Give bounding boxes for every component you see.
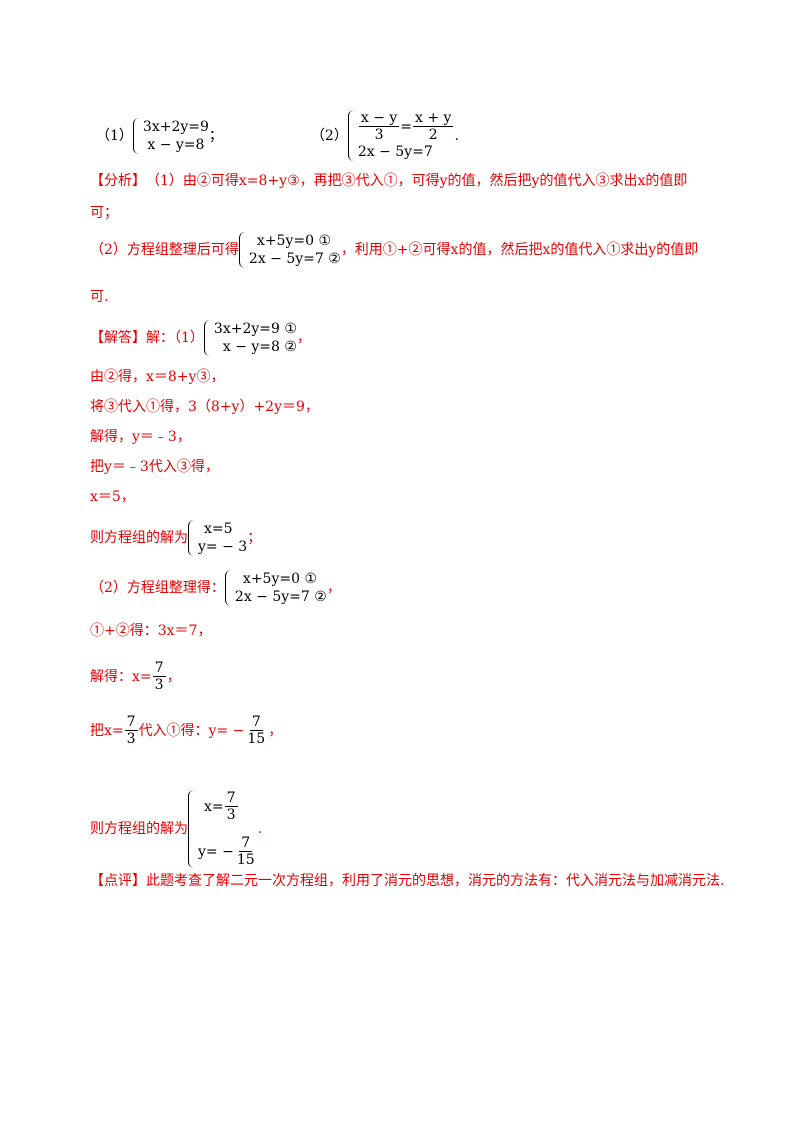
solution-step-4: 把y＝﹣3代入③得， (90, 459, 219, 475)
analysis-text: （1）由②可得x=8+y③，再把③代入①，可得y的值，然后把y的值代入③求出x的… (146, 173, 688, 189)
fraction: 7 15 (236, 835, 255, 868)
analysis-line-1: 【分析】 （1）由②可得x=8+y③，再把③代入①，可得y的值，然后把y的值代入… (90, 172, 687, 190)
fraction: x + y 2 (413, 110, 454, 143)
problem-1-eq2: x − y=8 (147, 136, 205, 153)
solution-result-2: 则方程组的解为 x= 7 3 y= − 7 15 . (90, 790, 263, 868)
analysis-system: x+5y=0 ① 2x − 5y=7 ② (238, 232, 341, 268)
analysis-line-3: （2）方程组整理后可得 x+5y=0 ① 2x − 5y=7 ② ，利用①+②可… (90, 232, 699, 268)
solution-system-2: x+5y=0 ① 2x − 5y=7 ② (224, 570, 327, 606)
brace-icon (347, 110, 355, 161)
fraction: 7 15 (247, 714, 266, 747)
solution-step-2: 将③代入①得，3（8+y）+2y＝9， (90, 399, 319, 415)
comment-text: 此题考查了解二元一次方程组，利用了消元的思想，消元的方法有：代入消元法与加减消元… (146, 873, 725, 889)
comment-tag: 【点评】 (90, 873, 146, 889)
problem-2-tail: . (454, 127, 459, 144)
problem-1-system: 3x+2y=9 x − y=8 (132, 117, 209, 154)
problem-2-eq2: 2x − 5y=7 (357, 144, 433, 160)
problem-1-tail: ； (208, 127, 223, 144)
problem-2-system: x − y 3 = x + y 2 2x − 5y=7 (347, 110, 455, 161)
solution-tag: 【解答】 (90, 330, 146, 346)
result-1-system: x=5 y= − 3 (188, 520, 247, 556)
analysis-line-2: 可； (90, 205, 118, 221)
solution-step-5: x＝5， (90, 489, 135, 505)
brace-icon (188, 520, 195, 556)
fraction: 7 3 (224, 790, 238, 823)
analysis-line-4: 可. (90, 289, 109, 305)
solution-part-2: （2）方程组整理得： x+5y=0 ① 2x − 5y=7 ② ， (90, 570, 341, 606)
solution-step-8: 把x= 7 3 代入①得：y= − 7 15 ， (90, 714, 283, 747)
solution-step-3: 解得，y＝﹣3， (90, 429, 191, 445)
problem-1-label: （1） (96, 127, 133, 144)
solution-result-1: 则方程组的解为 x=5 y= − 3 ； (90, 520, 262, 556)
brace-icon (188, 790, 195, 868)
comment-line: 【点评】 此题考查了解二元一次方程组，利用了消元的思想，消元的方法有：代入消元法… (90, 872, 724, 890)
brace-icon (238, 232, 246, 268)
brace-icon (132, 117, 140, 154)
problem-1-eq1: 3x+2y=9 (142, 118, 209, 135)
solution-step-6: ①+②得：3x＝7， (90, 623, 212, 639)
solution-system-1: 3x+2y=9 ① x − y=8 ② (203, 320, 297, 356)
fraction: x − y 3 (358, 110, 400, 143)
brace-icon (203, 320, 211, 356)
fraction: 7 3 (152, 660, 166, 693)
fraction: 7 3 (124, 714, 138, 747)
solution-step-7: 解得：x= 7 3 ， (90, 660, 181, 693)
solution-line-1: 【解答】 解：（1） 3x+2y=9 ① x − y=8 ② ， (90, 320, 311, 356)
result-2-system: x= 7 3 y= − 7 15 (188, 790, 258, 868)
solution-step-1: 由②得，x＝8+y③， (90, 369, 225, 385)
analysis-tag: 【分析】 (90, 173, 146, 189)
problem-line: （1） 3x+2y=9 x − y=8 ； （2） x − y 3 = x + … (96, 110, 459, 161)
brace-icon (224, 570, 232, 606)
problem-2-label: （2） (310, 127, 348, 144)
